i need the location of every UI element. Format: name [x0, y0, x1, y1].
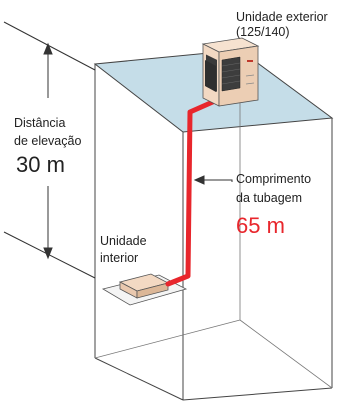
indoor-unit-icon: [101, 273, 188, 306]
outdoor-unit-icon: [201, 37, 260, 107]
indoor-unit-label-line1: Unidade: [100, 234, 147, 248]
pipe-length-pointer: [193, 175, 233, 185]
pipe-length-label-line1: Comprimento: [236, 172, 312, 186]
indoor-unit-label-line2: interior: [100, 251, 139, 265]
outdoor-unit-label-line1: Unidade exterior: [236, 10, 328, 24]
pipe-length-label-line2: da tubagem: [236, 191, 303, 205]
refrigerant-pipe: [165, 94, 227, 287]
elevation-label-line1: Distância: [14, 116, 66, 130]
elevation-label-line2: de elevação: [14, 134, 82, 148]
elevation-dimension: [3, 21, 96, 279]
pipe-length-value: 65 m: [236, 213, 285, 238]
outdoor-unit-label-line2: (125/140): [236, 25, 290, 39]
elevation-value: 30 m: [16, 152, 65, 177]
